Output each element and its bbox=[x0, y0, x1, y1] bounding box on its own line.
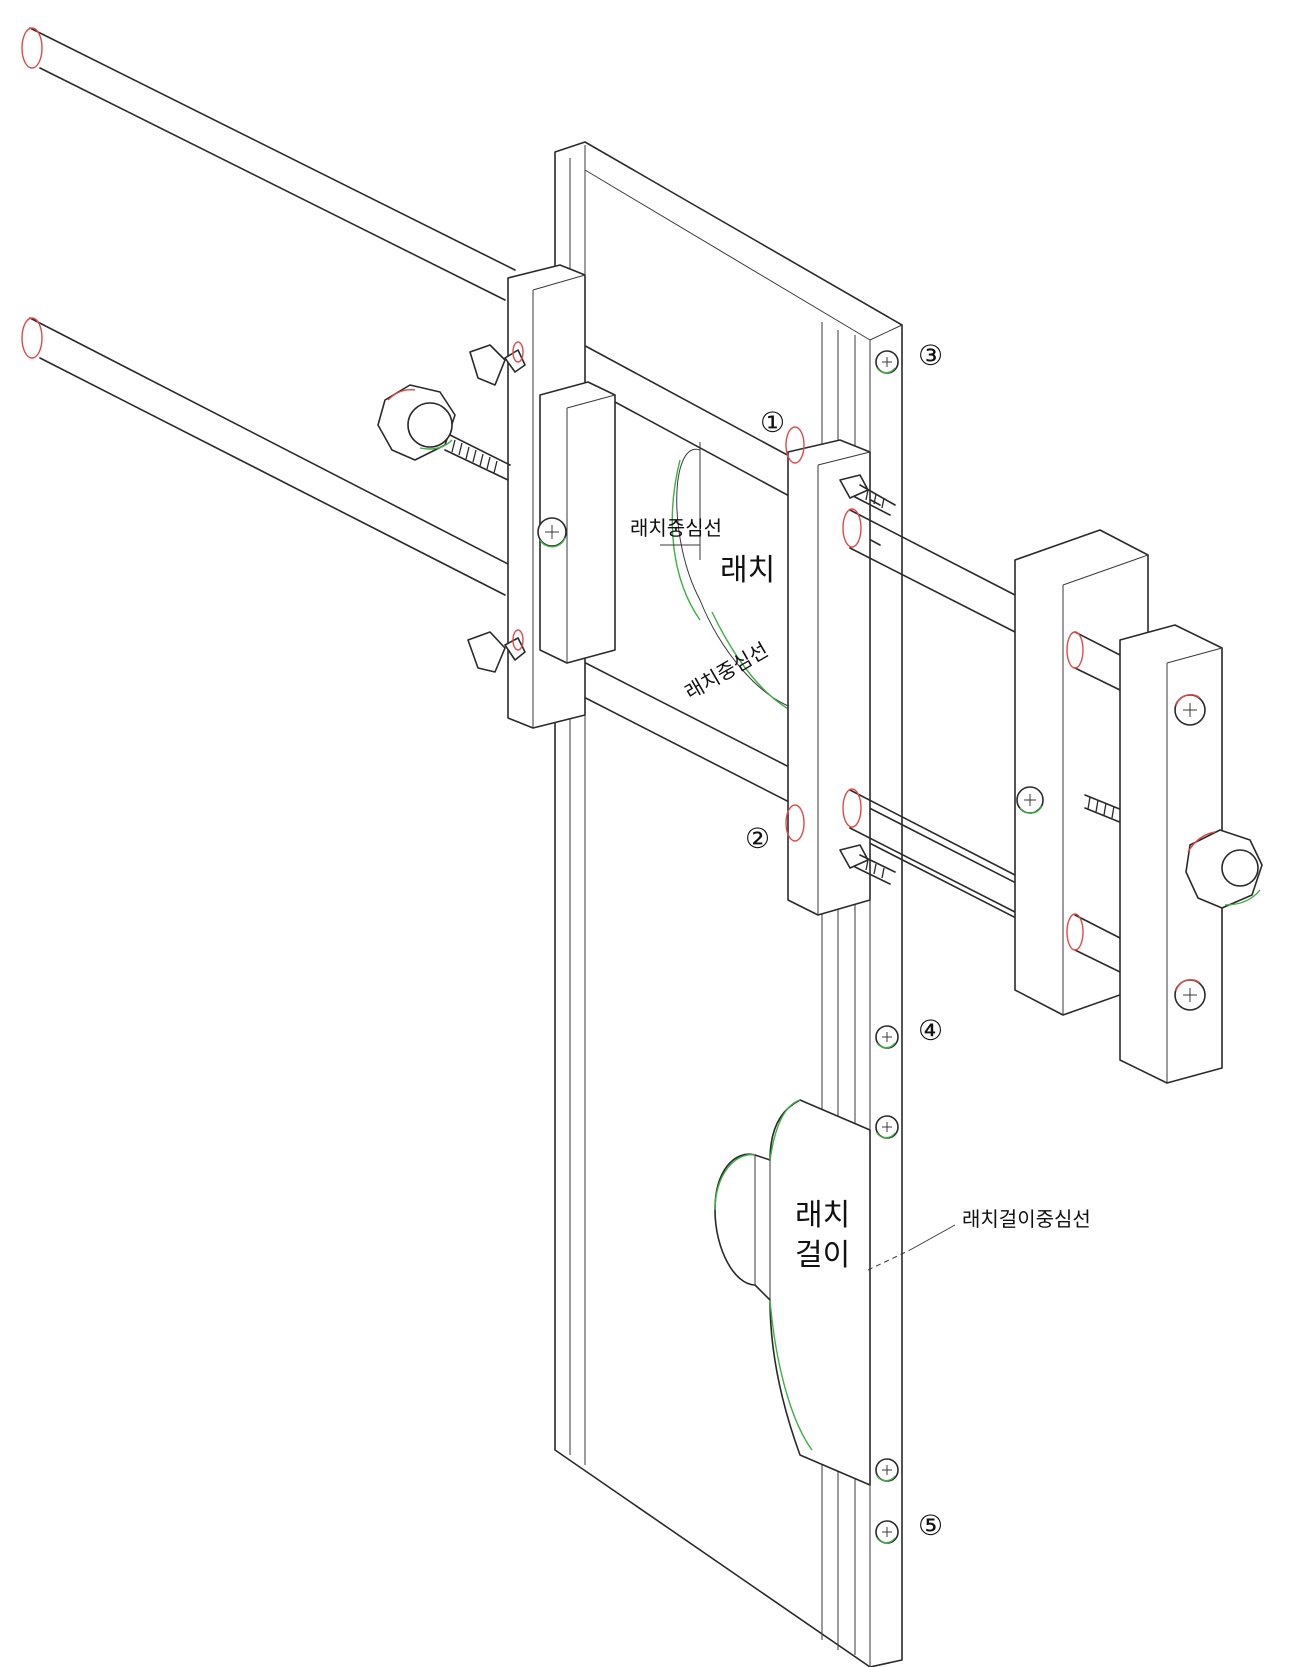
marker-4: ④ bbox=[918, 1014, 943, 1047]
right-rod-upper bbox=[842, 508, 1016, 633]
spacer-rod-lower bbox=[1066, 913, 1121, 973]
strike-center-line-label: 래치걸이중심선 bbox=[962, 1207, 1091, 1231]
marker-1: ① bbox=[760, 406, 785, 439]
screw-head-icon bbox=[875, 1115, 899, 1139]
latch-center-line-label: 래치중심선 bbox=[630, 516, 722, 540]
wing-nut-lower-icon bbox=[467, 629, 526, 673]
rod-end-marker-2 bbox=[785, 804, 805, 842]
right-threaded-rod bbox=[1084, 794, 1123, 824]
rod-end-marker-1 bbox=[785, 426, 805, 464]
spacer-rod-upper bbox=[1066, 631, 1121, 691]
strike-label-line1: 래치 bbox=[795, 1198, 850, 1233]
right-front-block bbox=[1119, 624, 1223, 1084]
screw-head-icon bbox=[875, 350, 899, 374]
screw-head-icon bbox=[1174, 978, 1206, 1011]
marker-3: ③ bbox=[918, 339, 943, 372]
marker-5: ⑤ bbox=[918, 1509, 943, 1542]
screw-head-icon bbox=[1016, 786, 1044, 814]
screw-head-icon bbox=[875, 1520, 899, 1544]
center-clamp-bar bbox=[787, 439, 871, 916]
screw-head-icon bbox=[875, 1458, 899, 1482]
latch-label: 래치 bbox=[720, 553, 775, 588]
right-knob-icon bbox=[1185, 829, 1263, 909]
strike-center-line bbox=[867, 1224, 956, 1271]
left-threaded-rod bbox=[444, 434, 511, 481]
bolt-lower-icon bbox=[839, 844, 896, 885]
marker-2: ② bbox=[745, 822, 770, 855]
guide-rod-upper bbox=[21, 27, 516, 301]
guide-rod-lower bbox=[21, 317, 511, 596]
screw-head-icon bbox=[875, 1025, 899, 1049]
wing-nut-upper-icon bbox=[469, 341, 526, 386]
screw-head-icon bbox=[537, 517, 567, 548]
strike-label-line2: 걸이 bbox=[795, 1238, 850, 1273]
strike-mortise bbox=[714, 1099, 871, 1486]
left-clamp-bar bbox=[507, 264, 616, 729]
right-rod-lower bbox=[842, 788, 1016, 913]
screw-head-icon bbox=[1174, 693, 1206, 726]
left-knob-icon bbox=[377, 384, 456, 461]
bolt-upper-icon bbox=[839, 474, 896, 516]
